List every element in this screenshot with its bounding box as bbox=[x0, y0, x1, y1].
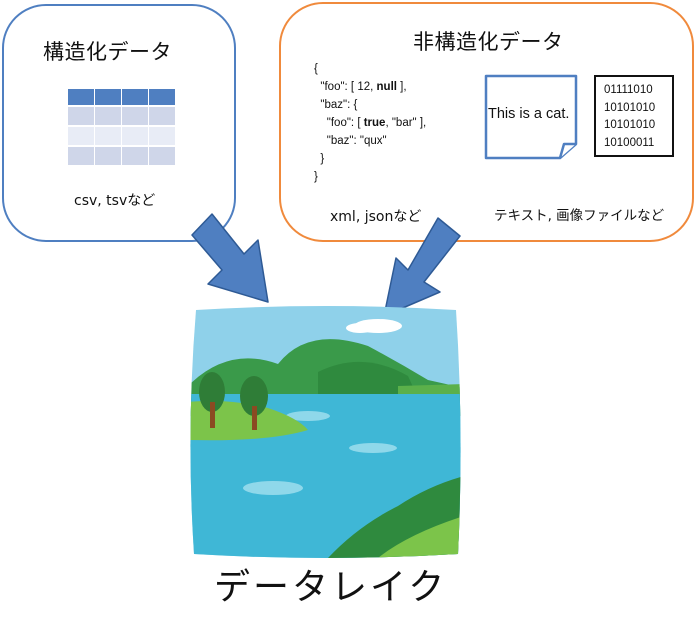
files-caption: テキスト, 画像ファイルなど bbox=[494, 208, 665, 224]
unstructured-data-title: 非構造化データ bbox=[413, 30, 564, 54]
table-body-rows bbox=[68, 107, 175, 165]
lake-landscape-icon bbox=[190, 306, 461, 558]
text-document-icon bbox=[484, 74, 578, 160]
binary-line: 01111010 bbox=[604, 84, 653, 96]
structured-data-title: 構造化データ bbox=[43, 40, 172, 64]
data-lake-title: データレイク bbox=[214, 567, 448, 608]
note-text: This is a cat. bbox=[488, 106, 570, 122]
structured-data-caption: csv, tsvなど bbox=[74, 193, 156, 209]
json-sample: { "foo": [ 12, null ], "baz": { "foo": [… bbox=[314, 63, 427, 183]
tree-left bbox=[199, 372, 225, 428]
arrow-unstructured-to-lake bbox=[383, 217, 461, 317]
arrow-structured-to-lake bbox=[191, 213, 269, 303]
binary-file-icon: 01111010 10101010 10101010 10100011 bbox=[594, 75, 674, 157]
binary-line: 10101010 bbox=[604, 101, 656, 114]
tree-right bbox=[240, 376, 268, 430]
binary-line: 10101010 bbox=[604, 119, 656, 131]
table-header-row bbox=[68, 89, 175, 105]
json-caption: xml, jsonなど bbox=[330, 209, 422, 225]
binary-line: 10100011 bbox=[604, 136, 655, 149]
table-icon bbox=[68, 89, 175, 165]
